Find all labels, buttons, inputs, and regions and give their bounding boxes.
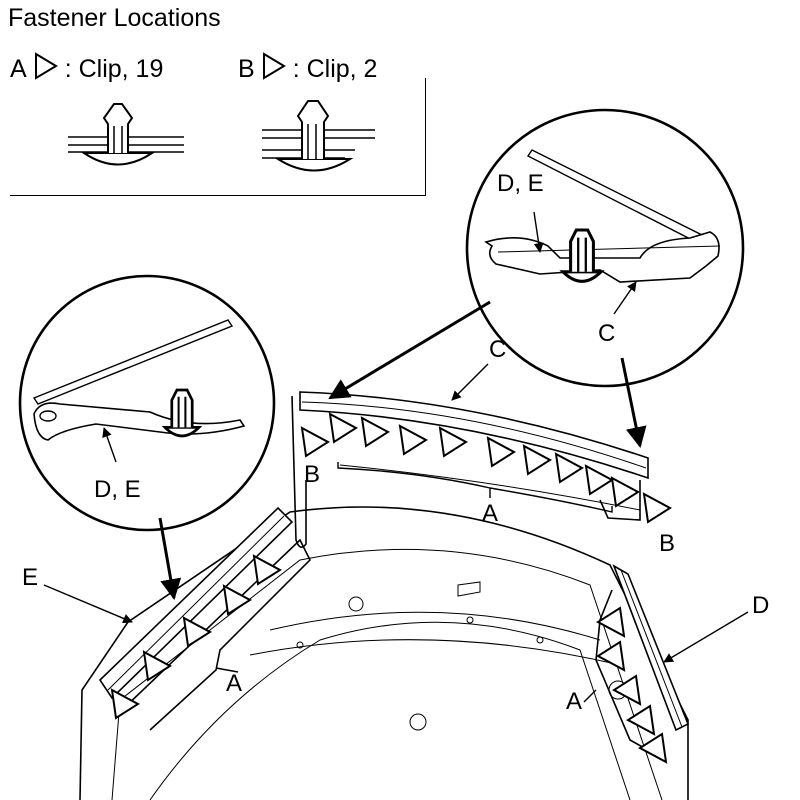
legend-item-b: B : Clip, 2	[238, 52, 377, 87]
clip-b-illustration	[262, 100, 375, 172]
legend-letter-b: B	[238, 55, 255, 83]
clip-triangle-icon	[261, 52, 287, 87]
callout-arrows	[158, 300, 647, 601]
callout-d: D	[752, 592, 770, 619]
legend-box	[10, 78, 426, 196]
legend-item-a: A : Clip, 19	[10, 52, 163, 87]
detail-circle-de	[18, 274, 276, 532]
clip-b-marker	[301, 427, 329, 457]
callout-e: E	[22, 564, 39, 591]
legend-text-a: : Clip, 19	[64, 55, 164, 83]
clip-a-illustration	[68, 103, 184, 166]
leader-lines	[43, 211, 749, 663]
callout-de-detail: D, E	[497, 170, 544, 197]
callout-a-front: A	[482, 500, 499, 527]
diagram-title: Fastener Locations	[8, 4, 221, 32]
callout-de-left: D, E	[94, 476, 141, 503]
clip-triangle-icon	[33, 52, 59, 87]
legend-letter-a: A	[10, 55, 27, 83]
callout-c-detail: C	[598, 320, 616, 347]
group-brackets	[215, 462, 613, 703]
front-strip-c	[291, 391, 649, 548]
callout-b-right: B	[659, 530, 676, 557]
callout-b-left: B	[304, 461, 321, 488]
detail-circle-c	[465, 108, 745, 388]
callout-a-right: A	[566, 688, 583, 715]
legend-text-b: : Clip, 2	[292, 55, 378, 83]
callout-a-left: A	[226, 670, 243, 697]
callout-c-strip: C	[489, 336, 507, 363]
clip-b-marker	[643, 493, 671, 523]
